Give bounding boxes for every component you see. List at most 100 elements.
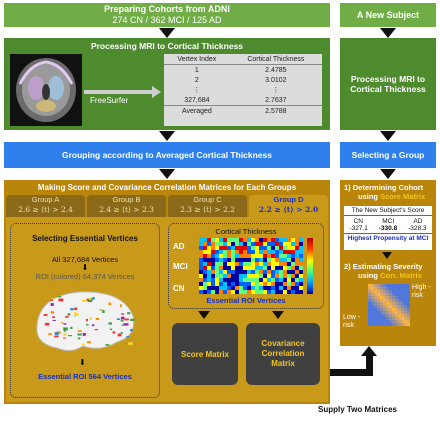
corr-cell [383, 290, 386, 293]
corr-cell [395, 308, 398, 311]
heatmap-cell [263, 242, 267, 246]
heatmap-cell [279, 270, 283, 274]
heatmap-cell [227, 246, 231, 250]
corr-cell [368, 308, 371, 311]
corr-cell [371, 302, 374, 305]
heatmap-cell [239, 278, 243, 282]
heatmap-cell [247, 250, 251, 254]
heatmap-cell [291, 266, 295, 270]
corr-cell [374, 317, 377, 320]
roi-patch [86, 298, 90, 301]
heatmap-cell [231, 258, 235, 262]
heatmap-row-labels: AD MCI CN [173, 242, 193, 293]
heatmap-cell [247, 274, 251, 278]
corr-cell [401, 323, 404, 326]
heatmap-row-cn: CN [173, 284, 185, 293]
heatmap-cell [215, 266, 219, 270]
roi-patch [91, 324, 95, 327]
heatmap-cell [203, 286, 207, 290]
corr-cell [383, 305, 386, 308]
corr-cell [380, 284, 383, 287]
heatmap-cell [203, 270, 207, 274]
corr-cell [374, 308, 377, 311]
heatmap-cell [239, 282, 243, 286]
heatmap-cell [271, 246, 275, 250]
corr-cell [374, 314, 377, 317]
corr-cell [380, 290, 383, 293]
roi-patch [52, 316, 55, 319]
heatmap-cell [291, 278, 295, 282]
heatmap-cell [295, 270, 299, 274]
heatmap-cell [291, 274, 295, 278]
corr-cell [371, 314, 374, 317]
heatmap-cell [215, 242, 219, 246]
corr-cell [368, 314, 371, 317]
corr-cell [377, 293, 380, 296]
heatmap-cell [203, 274, 207, 278]
freesurfer-label: FreeSurfer [90, 96, 129, 105]
corr-cell [389, 317, 392, 320]
heatmap-cell [283, 262, 287, 266]
group-tab-range: 2.2 ≥ ⟨t⟩ > 2.0 [258, 205, 319, 214]
corr-cell [371, 290, 374, 293]
corr-cell [377, 284, 380, 287]
roi-patch [58, 298, 64, 302]
corr-cell [395, 320, 398, 323]
heatmap-cell [219, 238, 223, 242]
corr-cell [404, 299, 407, 302]
corr-cell [383, 323, 386, 326]
heatmap-cell [283, 250, 287, 254]
corr-cell [401, 296, 404, 299]
arrow-down-icon [380, 131, 396, 141]
heatmap-cell [251, 250, 255, 254]
heatmap-cell [235, 238, 239, 242]
corr-cell [386, 314, 389, 317]
heatmap-cell [255, 254, 259, 258]
heatmap-cell [223, 246, 227, 250]
heatmap-cell [239, 238, 243, 242]
heatmap-cell [295, 254, 299, 258]
step1-prefix: 1) Determining Cohort [344, 183, 424, 192]
roi-patch [130, 328, 133, 332]
heatmap-cell [235, 246, 239, 250]
heatmap-cell [227, 278, 231, 282]
heatmap-cell [219, 262, 223, 266]
heatmap-cell [251, 238, 255, 242]
roi-patch [70, 308, 74, 311]
heatmap-cell [251, 262, 255, 266]
heatmap-cell [267, 286, 271, 290]
heatmap-cell [211, 258, 215, 262]
vertex-table-row: ⋮⋮ [164, 85, 322, 95]
heatmap-cell [299, 258, 303, 262]
matrices-panel: Making Score and Covariance Correlation … [4, 180, 330, 404]
heatmap-cell [247, 282, 251, 286]
corr-cell [401, 302, 404, 305]
corr-cell [377, 305, 380, 308]
heatmap-cell [211, 238, 215, 242]
low-risk-label: Low -risk [343, 314, 361, 329]
corr-cell [404, 284, 407, 287]
corr-cell [398, 311, 401, 314]
corr-cell [404, 290, 407, 293]
heatmap-cell [251, 242, 255, 246]
roi-patch [77, 337, 81, 340]
heatmap-cell [267, 238, 271, 242]
heatmap-cell [283, 258, 287, 262]
roi-patch [121, 324, 124, 326]
corr-cell [374, 320, 377, 323]
heatmap-cell [251, 278, 255, 282]
roi-patch [90, 298, 94, 300]
corr-cell [371, 311, 374, 314]
heatmap-cell [247, 254, 251, 258]
right-processing-label: Processing MRI to Cortical Thickness [350, 74, 426, 94]
heatmap-cell [271, 242, 275, 246]
heatmap-cell [267, 266, 271, 270]
heatmap-cell [247, 238, 251, 242]
heatmap-cell [199, 250, 203, 254]
corr-cell [368, 305, 371, 308]
heatmap-cell [279, 254, 283, 258]
